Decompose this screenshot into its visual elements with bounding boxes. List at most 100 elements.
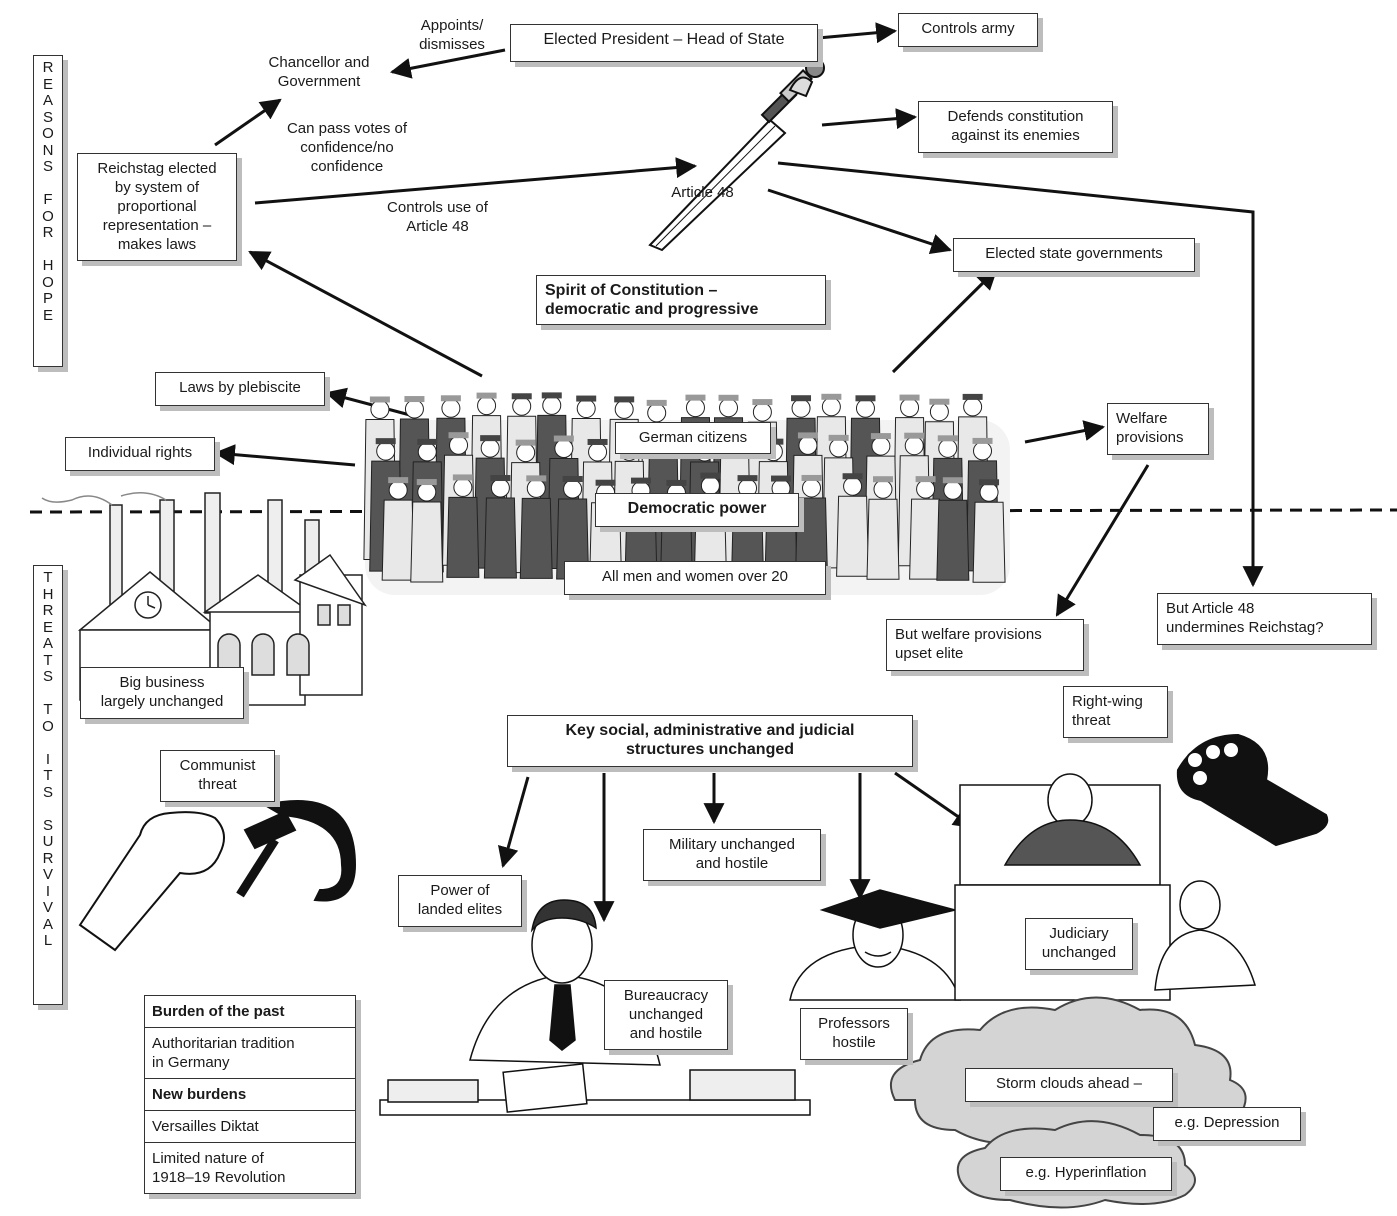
welfare-box: Welfare provisions — [1107, 403, 1209, 455]
crowd-body — [795, 497, 829, 579]
crowd-head — [516, 443, 536, 463]
crowd-hat — [416, 479, 437, 486]
depression-box: e.g. Depression — [1153, 1107, 1301, 1141]
crowd-head — [979, 482, 999, 502]
crowd-hat — [700, 472, 721, 479]
arrow-sword-state — [767, 188, 952, 255]
crowd-hat — [899, 394, 920, 401]
crowd-hat — [511, 393, 532, 400]
suffrage-box: All men and women over 20 — [564, 561, 826, 595]
individual-rights-box: Individual rights — [65, 437, 215, 471]
crowd-head — [943, 480, 963, 500]
arrow-citizens-state — [891, 268, 998, 374]
crowd-hat — [870, 433, 891, 440]
side-letter: P — [42, 290, 53, 307]
crowd-head — [904, 436, 924, 456]
crowd-head — [973, 441, 993, 461]
burden-past-title: Burden of the past — [145, 996, 355, 1028]
crowd-hat — [388, 477, 409, 484]
side-letter — [34, 176, 62, 193]
crowd-hat — [646, 399, 667, 406]
crowd-hat — [791, 395, 812, 402]
crowd-hat — [718, 394, 739, 401]
crowd-head — [554, 439, 574, 459]
crowd-hat — [873, 476, 894, 483]
crowd-hat — [369, 396, 390, 403]
military-box: Military unchanged and hostile — [643, 829, 821, 881]
crowd-head — [900, 398, 920, 418]
president-box: Elected President – Head of State — [510, 24, 818, 62]
side-letter: H — [42, 257, 54, 274]
side-letter: A — [42, 915, 53, 933]
burden-revolution: Limited nature of 1918–19 Revolution — [152, 1150, 286, 1186]
votes-label: Can pass votes of confidence/no confiden… — [286, 120, 408, 175]
crowd-head — [449, 435, 469, 455]
crowd-hat — [937, 435, 958, 442]
crowd-hat — [440, 395, 461, 402]
side-letter: A — [42, 635, 53, 652]
crowd-hat — [801, 474, 822, 481]
crowd-head — [480, 438, 500, 458]
bureaucrat-illustration — [379, 899, 811, 1116]
crowd-head — [576, 399, 596, 419]
defends-constitution-box: Defends constitution against its enemies — [918, 101, 1113, 153]
crowd-hat — [855, 395, 876, 402]
crowd-hat — [595, 479, 616, 486]
side-letter: I — [45, 882, 51, 900]
crowd-body — [446, 496, 480, 578]
crowd-hat — [797, 432, 818, 439]
crowd-hat — [541, 392, 562, 399]
controls-article48-label: Controls use of Article 48 — [387, 199, 488, 235]
arrow-citizens-rights — [213, 444, 356, 467]
crowd-hat — [904, 432, 925, 439]
democratic-power-box: Democratic power — [595, 493, 799, 527]
crowd-hat — [915, 476, 936, 483]
crowd-head — [871, 436, 891, 456]
crowd-hat — [476, 392, 497, 399]
burden-table: Burden of the past Authoritarian traditi… — [144, 995, 356, 1194]
arrow-reichstag-art48 — [254, 157, 698, 205]
arrow-president-army — [817, 22, 898, 44]
professors-box: Professors hostile — [800, 1008, 908, 1060]
crowd-head — [843, 476, 863, 496]
crowd-head — [798, 435, 818, 455]
crowd-head — [490, 478, 510, 498]
crowd-hat — [630, 477, 651, 484]
side-letter: R — [42, 849, 54, 867]
side-letter: S — [42, 668, 53, 685]
crowd-head — [417, 442, 437, 462]
side-letter: R — [42, 59, 54, 76]
crowd-body — [836, 495, 870, 577]
state-governments-box: Elected state governments — [953, 238, 1195, 272]
german-citizens-box: German citizens — [615, 422, 771, 454]
crowd-head — [388, 480, 408, 500]
key-structures-box: Key social, administrative and judicial … — [507, 715, 913, 767]
crowd-head — [512, 396, 532, 416]
crowd-hat — [404, 396, 425, 403]
crowd-head — [829, 438, 849, 458]
crowd-hat — [929, 398, 950, 405]
arrow-president-chancellor — [389, 48, 506, 79]
side-letter: T — [43, 767, 53, 784]
crowd-hat — [490, 475, 511, 482]
crowd-head — [685, 398, 705, 418]
crowd-hat — [666, 479, 687, 486]
reichstag-box: Reichstag elected by system of proportio… — [77, 153, 237, 261]
crowd-head — [404, 399, 424, 419]
side-letter: E — [42, 306, 53, 324]
appoints-label: Appoints/ dismisses — [419, 17, 485, 53]
crowd-body — [410, 501, 444, 583]
side-letter: E — [42, 618, 53, 636]
crowd-head — [370, 399, 390, 419]
crowd-hat — [821, 393, 842, 400]
crowd-head — [588, 442, 608, 462]
side-letter: O — [42, 207, 54, 225]
crowd-head — [614, 399, 634, 419]
side-letter: T — [43, 569, 53, 586]
bureaucracy-box: Bureaucracy unchanged and hostile — [604, 980, 728, 1050]
crowd-hat — [979, 479, 1000, 486]
side-letter: L — [43, 932, 53, 949]
crowd-hat — [417, 438, 438, 445]
side-letter: S — [42, 816, 53, 834]
